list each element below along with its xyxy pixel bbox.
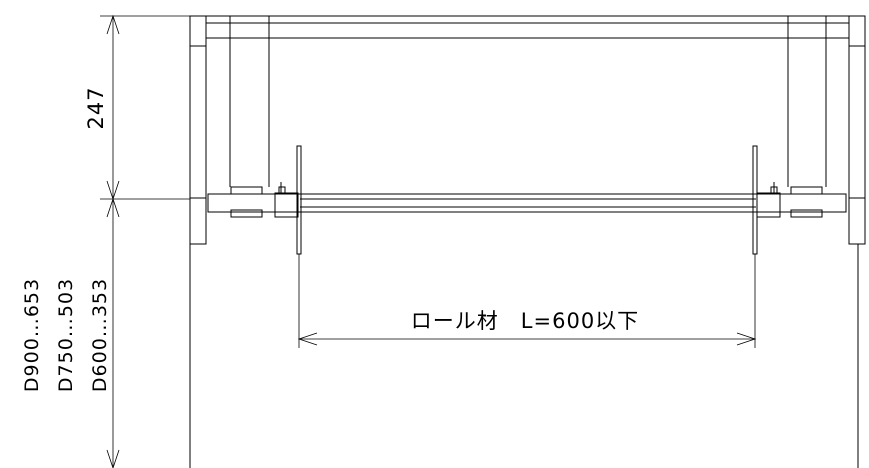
right-outer-post [848,15,866,468]
roll-shaft [207,193,847,213]
depth-note-d900: D900…653 [21,278,43,392]
right-stopper [752,145,781,262]
left-stopper [274,145,302,262]
depth-note-d750: D750…503 [55,278,77,392]
top-rail [190,15,858,39]
right-bracket [787,15,827,218]
roll-length-label: ロール材 L=600以下 [411,309,639,333]
dimension-depth: D900…653 D750…503 D600…353 [21,197,120,468]
left-bracket [229,15,270,218]
left-outer-post [189,15,207,468]
dimension-height-top: 247 [84,14,190,201]
dimension-247-label: 247 [84,86,108,129]
depth-note-d600: D600…353 [89,278,111,392]
dimension-roll-length: ロール材 L=600以下 [297,262,757,348]
